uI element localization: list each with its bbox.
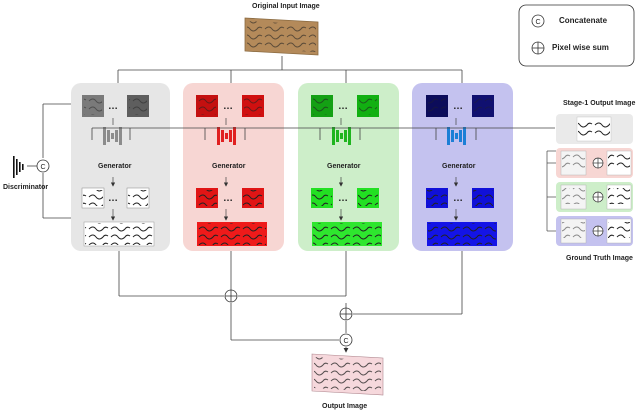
blue-generator-icon	[447, 127, 466, 145]
generator-label-blue: Generator	[442, 163, 476, 170]
branch-panel-green	[298, 83, 399, 251]
output-image	[311, 353, 384, 396]
generator-label-red: Generator	[212, 163, 246, 170]
ellipsis-gray-top: …	[108, 101, 118, 112]
input-image-label: Original Input Image	[252, 3, 320, 10]
generator-label-gray: Generator	[98, 163, 132, 170]
svg-text:C: C	[40, 164, 45, 171]
gt-row-blue	[556, 216, 633, 246]
svg-text:C: C	[343, 338, 348, 345]
ellipsis-blue-bottom: …	[453, 193, 463, 204]
branch-green	[311, 95, 382, 246]
input-image	[244, 17, 319, 56]
discriminator-icon	[13, 156, 24, 178]
ellipsis-green-top: …	[338, 101, 348, 112]
red-generator-icon	[217, 127, 236, 145]
legend-sum-label: Pixel wise sum	[552, 43, 609, 52]
ellipsis-red-bottom: …	[223, 193, 233, 204]
generator-label-green: Generator	[327, 163, 361, 170]
ellipsis-green-bottom: …	[338, 193, 348, 204]
gt-bracket	[546, 150, 556, 232]
branch-gray	[81, 95, 155, 247]
aggregation-lines	[118, 251, 463, 353]
branch-panel-red	[183, 83, 284, 251]
branch-internal-arrows	[110, 118, 459, 221]
discriminator-lines	[27, 103, 71, 219]
branch-blue	[426, 95, 497, 246]
ellipsis-gray-bottom: …	[108, 193, 118, 204]
input-distribution-lines	[115, 56, 465, 94]
ellipsis-blue-top: …	[453, 101, 463, 112]
svg-text:C: C	[535, 19, 540, 26]
branch-red	[196, 95, 267, 246]
pixel-sum-node-1	[224, 289, 238, 303]
stage1-output-image	[556, 114, 633, 144]
stage1-feed-line	[91, 127, 555, 140]
ellipsis-red-top: …	[223, 101, 233, 112]
pixel-sum-node-2	[339, 307, 353, 321]
green-generator-icon	[332, 127, 351, 145]
legend-concat-label: Concatenate	[559, 16, 608, 25]
stage1-output-label: Stage-1 Output Image	[563, 100, 636, 107]
ground-truth-label: Ground Truth Image	[566, 255, 633, 262]
output-image-label: Output Image	[322, 403, 368, 410]
branch-panel-blue	[412, 83, 513, 251]
gray-generator-icon	[103, 127, 122, 145]
legend-box: C	[518, 4, 635, 67]
gt-row-red	[556, 148, 633, 178]
gt-row-green	[556, 182, 633, 212]
output-concat-node: C	[339, 333, 353, 347]
discriminator-label: Discriminator	[3, 184, 49, 191]
branch-panel-gray	[71, 83, 170, 251]
discriminator-concat-node: C	[36, 159, 50, 173]
